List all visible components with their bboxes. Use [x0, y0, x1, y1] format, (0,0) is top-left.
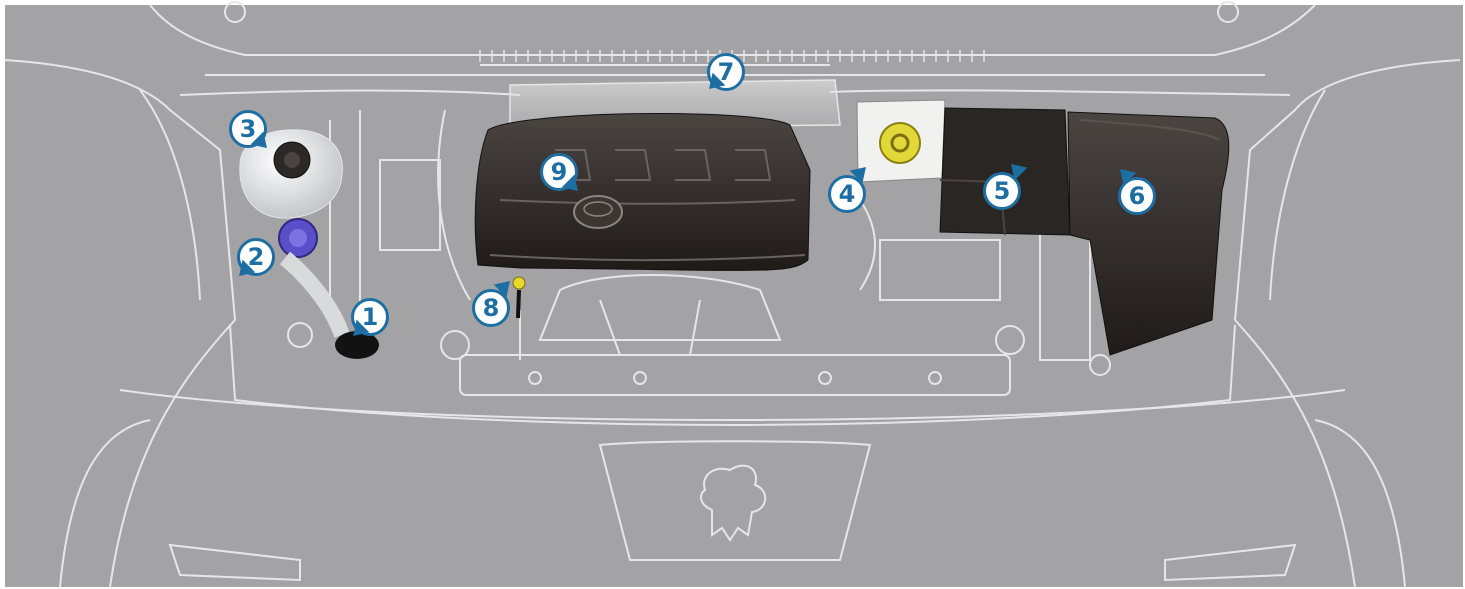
right-fender-inner: [1269, 89, 1326, 301]
callout-9: 9: [540, 153, 585, 198]
washer-filler-neck: [279, 251, 350, 338]
bumper-top: [119, 389, 1346, 421]
crossmember: [459, 354, 1011, 396]
linework: [4, 1, 1461, 588]
callout-4: 4: [828, 160, 873, 219]
hood-hinge-left: [224, 1, 246, 23]
oil-dipstick-handle: [512, 276, 526, 290]
engine-cover: [474, 113, 811, 271]
callout-1-label: 1: [351, 298, 389, 336]
bumper-lower-r: [1314, 419, 1406, 588]
callout-2-label: 2: [237, 238, 275, 276]
brake-fluid-cap: [879, 122, 921, 164]
hood-rod-right: [829, 89, 1291, 96]
right-fender: [1233, 59, 1461, 588]
callout-4-label: 4: [828, 175, 866, 213]
washer-cap: [335, 331, 379, 359]
callout-6: 6: [1113, 162, 1162, 221]
grille-area: [598, 440, 872, 561]
engine-cover-ribs: [489, 149, 806, 262]
callout-7-label: 7: [707, 53, 745, 91]
callout-3-label: 3: [229, 110, 267, 148]
callout-6-label: 6: [1118, 177, 1156, 215]
front-panel: [229, 324, 1236, 427]
bumper-lower: [59, 419, 151, 588]
callout-1: 1: [346, 298, 395, 343]
fuse-box: [1067, 111, 1230, 356]
oil-filler-cap: [573, 195, 623, 229]
callout-9-label: 9: [540, 153, 578, 191]
lion-emblem: [699, 464, 767, 542]
fog-right: [1164, 543, 1297, 582]
callout-2: 2: [232, 238, 281, 283]
radiator-slats: [480, 54, 830, 66]
hood-hinge-right: [1217, 1, 1239, 23]
left-fender-inner: [139, 89, 201, 301]
callout-8: 8: [472, 274, 517, 333]
hood-rod-left: [179, 89, 521, 96]
callout-5-label: 5: [983, 172, 1021, 210]
left-fender: [4, 59, 237, 588]
callout-8-label: 8: [472, 289, 510, 327]
fog-left: [168, 543, 301, 582]
callout-3: 3: [229, 110, 274, 155]
callout-7: 7: [702, 53, 751, 97]
callout-5: 5: [983, 157, 1028, 216]
radiator-grille: [479, 50, 985, 62]
